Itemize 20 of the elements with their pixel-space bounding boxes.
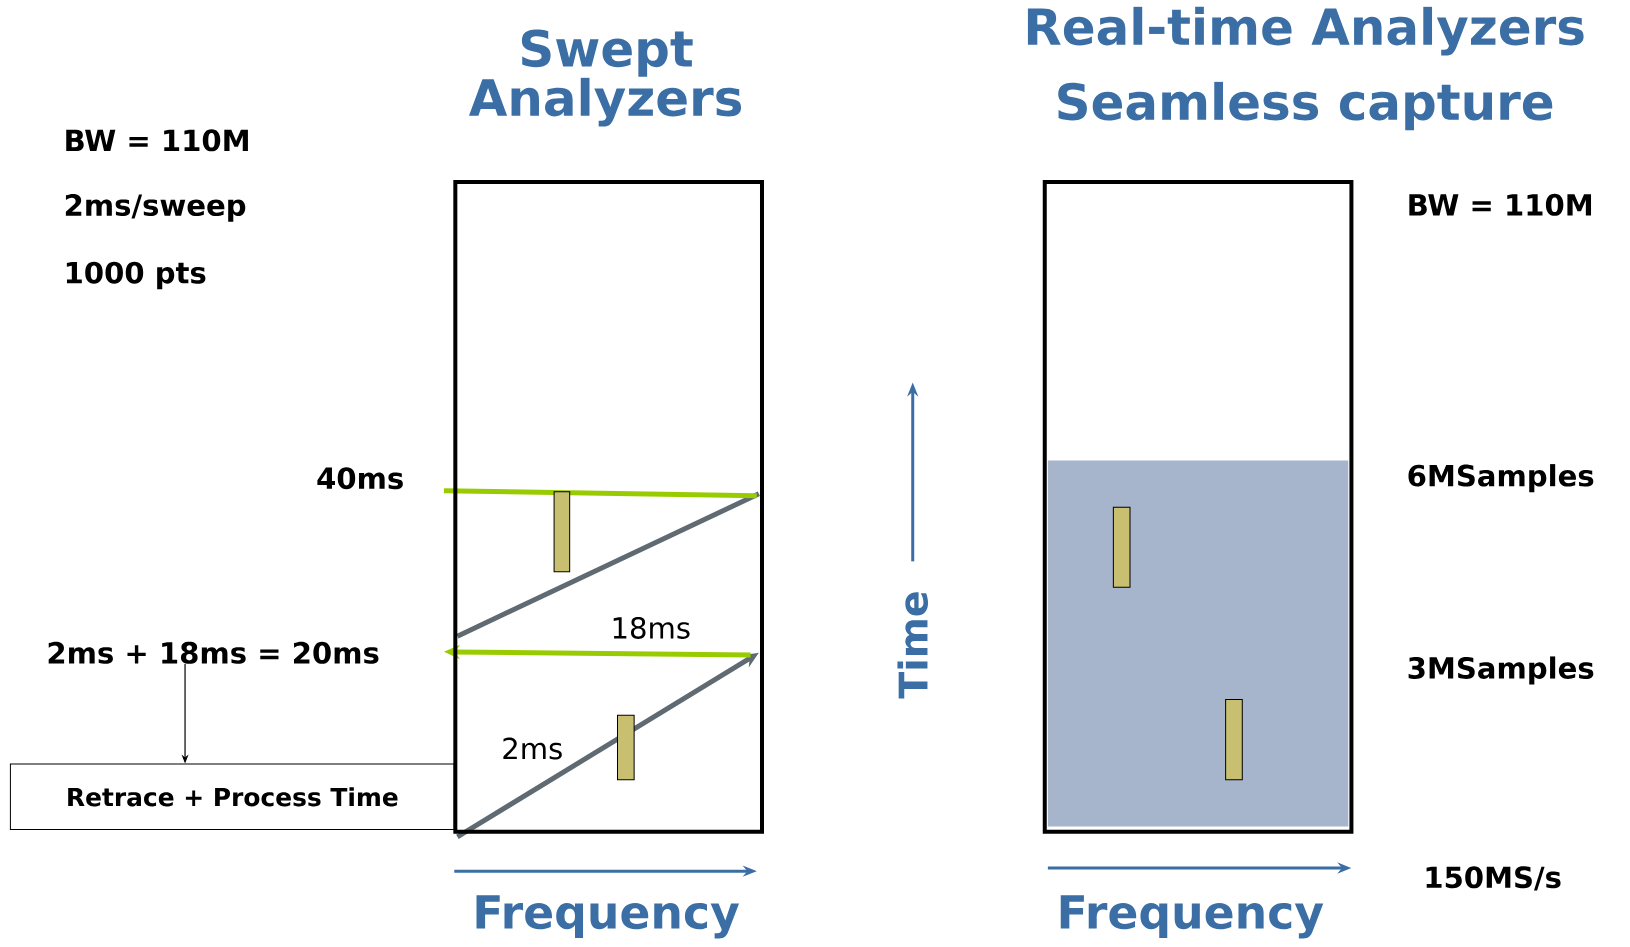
sample-label: 3MSamples (1408, 656, 1594, 685)
display-frame (1042, 179, 1354, 834)
axis-title: Frequency (1060, 895, 1324, 939)
parameter-label: 2ms/sweep (65, 194, 246, 222)
heading: Seamless capture (1058, 81, 1553, 131)
duration-label: 18ms (613, 616, 690, 639)
time-label: 40ms (317, 467, 403, 490)
rate-label: 150MS/s (1426, 866, 1561, 891)
sample-label: 6MSamples (1408, 464, 1594, 493)
parameter-label: 1000 pts (66, 261, 206, 290)
display-frame (453, 179, 764, 834)
axis-title: Frequency (476, 895, 739, 939)
parameter-label: BW = 110M (1409, 193, 1591, 216)
label-box: Retrace + Process Time (9, 763, 455, 831)
duration-label: 2ms (503, 737, 562, 760)
timing-label: 2ms + 18ms = 20ms (48, 641, 379, 664)
axis-title: Time (897, 592, 928, 699)
parameter-label: BW = 110M (66, 129, 248, 152)
heading: Swept Analyzers (469, 29, 742, 127)
heading: Real-time Analyzers (1027, 6, 1584, 56)
